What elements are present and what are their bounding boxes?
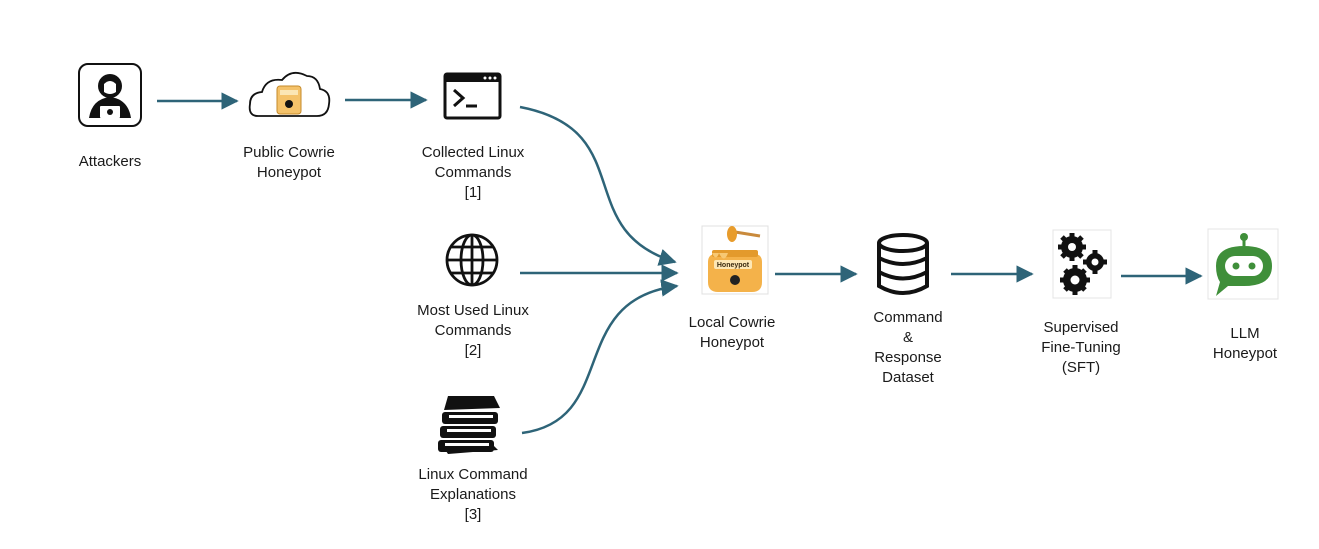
label-line: & <box>902 329 913 346</box>
label-line: Honeypot <box>1212 345 1278 362</box>
label-line: Collected Linux <box>421 144 525 161</box>
label-line: Most Used Linux <box>417 302 529 319</box>
label-public-cowrie: Public Cowrie Honeypot <box>209 143 369 183</box>
arrows <box>157 91 1203 435</box>
label-line: Public Cowrie <box>243 144 335 161</box>
label-line: Linux Command <box>418 466 528 483</box>
label-line: Commands <box>434 322 512 339</box>
books-icon <box>438 396 500 454</box>
honeypot-jar-label: Honeypot <box>717 262 750 269</box>
label-line: (SFT) <box>1061 359 1101 376</box>
label-line: Dataset <box>882 369 934 386</box>
honey-jar-icon: Honeypot <box>701 225 769 295</box>
arrow-explanations-to-local <box>521 279 679 435</box>
label-line: Fine-Tuning <box>1041 339 1121 356</box>
label-most-used: Most Used Linux Commands [2] <box>393 301 553 361</box>
label-collected-linux: Collected Linux Commands [1] <box>393 143 553 203</box>
label-sft: Supervised Fine-Tuning (SFT) <box>1001 318 1161 378</box>
arrow-collected-to-local <box>519 105 677 266</box>
database-icon <box>877 233 929 295</box>
label-line: Honeypot <box>699 334 765 351</box>
label-line: Attackers <box>78 153 142 170</box>
label-line: Response <box>874 349 942 366</box>
label-line: Local Cowrie <box>688 314 776 331</box>
robot-chat-icon <box>1207 228 1279 300</box>
label-line: Supervised <box>1043 319 1119 336</box>
label-local-cowrie: Local Cowrie Honeypot <box>652 313 812 353</box>
label-explanations: Linux Command Explanations [3] <box>393 465 553 525</box>
label-line: [1] <box>464 184 482 201</box>
label-line: [3] <box>464 506 482 523</box>
label-attackers: Attackers <box>30 152 190 172</box>
label-line: Honeypot <box>256 164 322 181</box>
cloud-honeypot-icon <box>248 71 331 117</box>
label-line: Command <box>873 309 943 326</box>
hacker-icon <box>78 63 142 127</box>
label-dataset: Command & Response Dataset <box>828 308 988 388</box>
gears-icon <box>1052 229 1112 299</box>
globe-icon <box>445 233 499 287</box>
label-line: Explanations <box>430 486 516 503</box>
label-line: [2] <box>464 342 482 359</box>
label-llm: LLM Honeypot <box>1165 324 1319 364</box>
label-line: LLM <box>1230 325 1260 342</box>
terminal-icon <box>443 72 502 120</box>
label-line: Commands <box>434 164 512 181</box>
